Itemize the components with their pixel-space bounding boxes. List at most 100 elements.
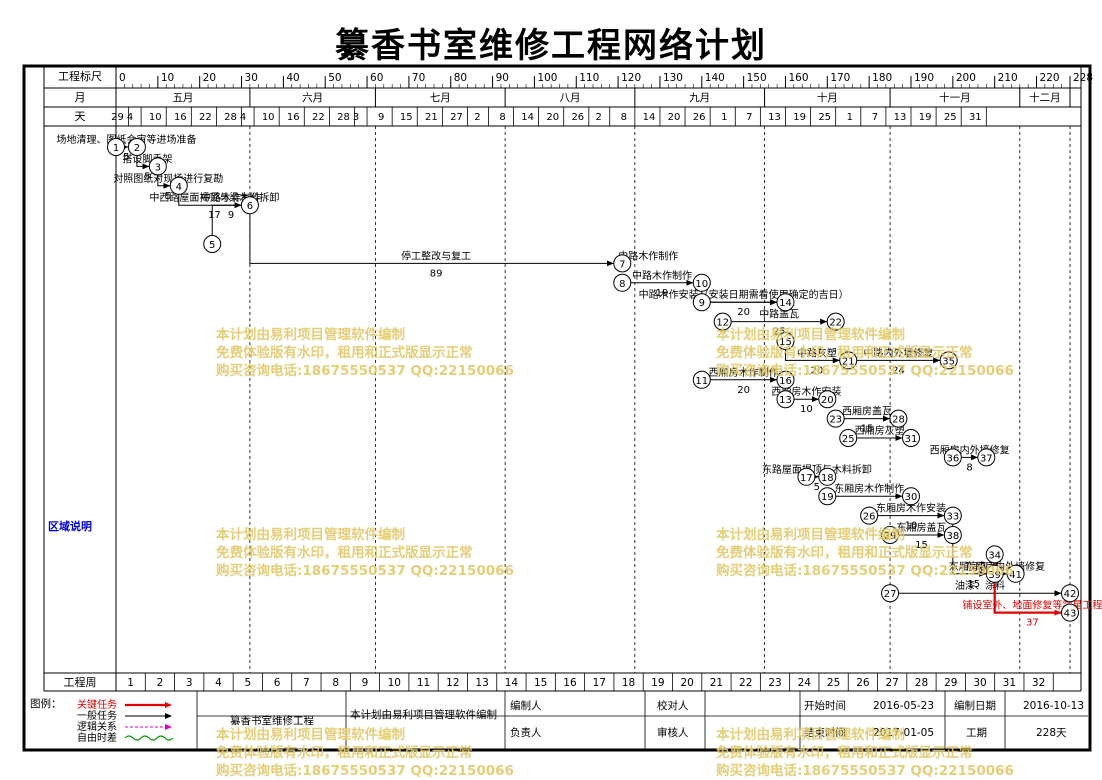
event-node-number: 5	[209, 240, 215, 251]
watermark-line: 购买咨询电话:18675550537 QQ:22150066	[716, 563, 1014, 579]
event-node	[1061, 603, 1079, 622]
event-node	[127, 138, 146, 156]
week-label: 4	[215, 677, 222, 689]
activity-label: 西厢房灰塑	[855, 424, 905, 437]
event-node-number: 41	[1009, 570, 1022, 581]
event-node-number: 10	[695, 279, 708, 290]
activity-label: 中路木作安装（安装日期需看使用确定的吉日）	[639, 288, 849, 301]
event-node	[943, 448, 962, 467]
footer-date-value: 2016-10-13	[1023, 700, 1084, 712]
watermark-line: 免费体验版有水印，租用和正式版显示正常	[216, 345, 473, 361]
watermark-line: 本计划由易利项目管理软件编制	[716, 727, 905, 743]
day-label: 20	[546, 112, 559, 123]
day-label: 4	[127, 112, 133, 123]
event-node-number: 38	[946, 531, 959, 542]
activity-arrows: 场地清理、图纸会审等进场准备5搭设脚手架5对照图纸对现场进行复勘5中西路屋面揭顶…	[56, 133, 1102, 629]
scale-tick-label: 228	[1073, 72, 1093, 84]
watermark-line: 购买咨询电话:18675550537 QQ:22150066	[216, 763, 514, 779]
day-label: 8	[499, 112, 505, 123]
event-node	[985, 545, 1004, 564]
scale-tick-label: 80	[454, 72, 467, 84]
watermark-line: 免费体验版有水印，租用和正式版显示正常	[716, 545, 973, 561]
footer-table: 图例：关键任务一般任务逻辑关系自由时差纂香书室维修工程本计划由易利项目管理软件编…	[30, 691, 1088, 750]
activity-label: 东厢房木作安装	[876, 502, 946, 515]
activity-label: 西厢房盖瓦	[842, 405, 892, 418]
event-node	[107, 138, 125, 156]
watermark-line: 免费体验版有水印，租用和正式版显示正常	[216, 545, 473, 561]
footer-owner-label: 负责人	[510, 726, 542, 739]
event-node	[613, 254, 632, 273]
footer-project-name: 纂香书室维修工程	[230, 714, 314, 727]
event-node	[902, 429, 920, 447]
watermark-line: 购买咨询电话:18675550537 QQ:22150066	[716, 363, 1014, 379]
event-node	[889, 409, 908, 428]
day-label: 10	[149, 112, 162, 123]
event-node-number: 4	[176, 182, 182, 193]
scale-tick-label: 160	[788, 72, 808, 84]
event-node	[943, 526, 962, 544]
week-label: 24	[798, 677, 812, 689]
activity-arrow	[136, 155, 150, 170]
day-label: 3	[353, 112, 359, 123]
event-node-number: 23	[829, 415, 842, 426]
week-label: 20	[680, 677, 693, 689]
event-node	[203, 235, 222, 253]
month-label: 五月	[172, 92, 193, 104]
month-label: 十二月	[1029, 91, 1061, 104]
week-label: 3	[186, 677, 193, 689]
month-label: 七月	[430, 92, 451, 104]
page-title: 纂香书室维修工程网络计划	[335, 26, 767, 66]
event-node-number: 19	[821, 492, 834, 503]
footer-date-label: 编制日期	[954, 699, 996, 712]
footer-end-value: 2017-01-05	[873, 727, 934, 739]
event-node-number: 29	[884, 531, 897, 542]
region-label: 区域说明	[48, 519, 92, 533]
watermark: 本计划由易利项目管理软件编制 免费体验版有水印，租用和正式版显示正常 购买咨询电…	[216, 526, 514, 580]
day-label: 26	[571, 112, 584, 123]
scale-tick-label: 190	[914, 72, 934, 84]
footer-period-label: 工期	[966, 727, 987, 739]
timeline-grid	[43, 66, 1082, 692]
day-label: 21	[425, 112, 438, 123]
week-label: 19	[651, 677, 664, 689]
watermark-line: 购买咨询电话:18675550537 QQ:22150066	[216, 563, 514, 579]
activity-label: 铺设室外、地面修复等零星工程	[962, 599, 1102, 612]
week-label: 8	[332, 677, 339, 689]
event-node-number: 15	[779, 337, 792, 348]
day-label: 22	[312, 112, 325, 123]
event-node-number: 36	[946, 453, 959, 464]
day-label: 13	[894, 112, 907, 123]
scale-tick-label: 130	[663, 72, 683, 84]
event-node-number: 6	[247, 201, 253, 212]
footer-start-label: 开始时间	[804, 699, 846, 712]
day-label: 2	[474, 112, 480, 123]
day-label: 31	[969, 112, 982, 123]
week-label: 2	[157, 677, 164, 689]
watermark-line: 购买咨询电话:18675550537 QQ:22150066	[216, 363, 514, 379]
week-label: 28	[915, 677, 928, 689]
month-label: 十一月	[939, 91, 971, 104]
footer-period-value: 228天	[1036, 727, 1067, 739]
activity-arrow	[157, 174, 171, 189]
scale-tick-label: 70	[412, 72, 425, 84]
watermark-line: 免费体验版有水印，租用和正式版显示正常	[216, 745, 473, 761]
event-node	[818, 467, 837, 486]
event-node	[881, 584, 900, 603]
day-label: 7	[746, 112, 752, 123]
footer-reviewer-label: 审核人	[657, 726, 689, 739]
week-label: 26	[856, 677, 870, 689]
event-node-number: 13	[779, 395, 792, 406]
activity-duration: 20	[737, 385, 750, 396]
event-node-number: 27	[884, 589, 897, 600]
watermark: 本计划由易利项目管理软件编制 免费体验版有水印，租用和正式版显示正常 购买咨询电…	[716, 726, 1014, 780]
activity-label: 东厢房内外墙修复	[965, 560, 1045, 573]
scale-tick-label: 0	[119, 72, 126, 84]
activity-duration: 5	[814, 482, 820, 493]
activity-label: 东厢房木作制作	[834, 482, 904, 495]
week-label: 18	[622, 677, 635, 689]
day-label: 26	[693, 112, 706, 123]
week-label: 13	[475, 677, 488, 689]
event-node	[776, 293, 795, 312]
